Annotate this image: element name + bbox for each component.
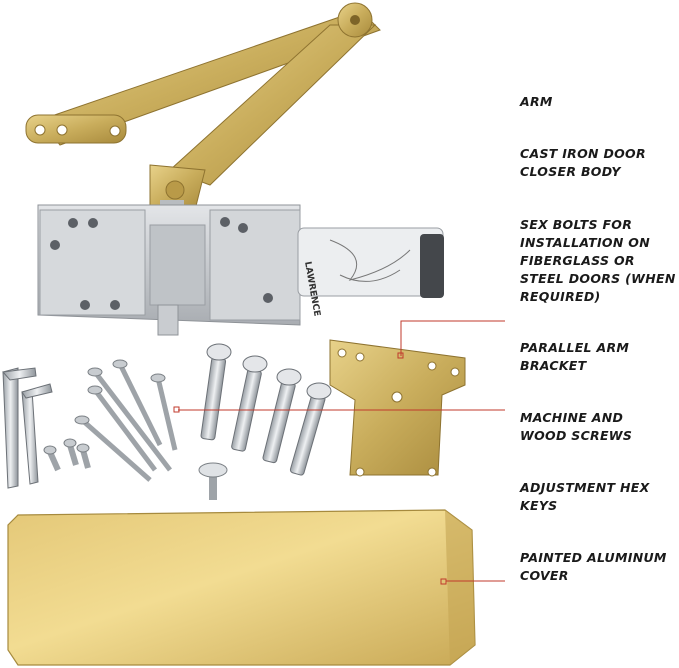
door-closer-body: LAWRENCE (37, 200, 444, 336)
callout-sex-bolts: SEX BOLTS FOR INSTALLATION ON FIBERGLASS… (520, 217, 676, 304)
leader-lines (173, 320, 505, 582)
callout-closer-body: CAST IRON DOOR CLOSER BODY (520, 146, 646, 179)
callout-parallel-arm-bracket: PARALLEL ARM BRACKET (520, 340, 630, 373)
painted-aluminum-cover (7, 509, 476, 666)
machine-screw (63, 438, 79, 466)
machine-screw (198, 462, 228, 500)
wood-screw (74, 415, 152, 482)
sex-bolt (262, 368, 302, 464)
hex-keys (2, 367, 53, 489)
sex-bolt (200, 343, 232, 441)
wood-screw (150, 373, 178, 451)
wood-screw (87, 367, 172, 472)
machine-and-wood-screws (43, 359, 228, 500)
sex-bolt (231, 355, 268, 452)
machine-screw (76, 443, 91, 469)
machine-screw (43, 445, 61, 472)
parallel-arm-bracket (329, 339, 466, 477)
callout-arm: ARM (520, 94, 553, 109)
callout-aluminum-cover: PAINTED ALUMINUM COVER (520, 550, 667, 583)
sex-bolt (289, 382, 332, 476)
callout-hex-keys: ADJUSTMENT HEX KEYS (520, 480, 650, 513)
wood-screw (112, 359, 163, 447)
door-closer-arm (25, 2, 381, 211)
callout-machine-wood-screws: MACHINE AND WOOD SCREWS (520, 410, 633, 443)
wood-screw (87, 385, 157, 472)
bracket-leader (400, 320, 505, 356)
